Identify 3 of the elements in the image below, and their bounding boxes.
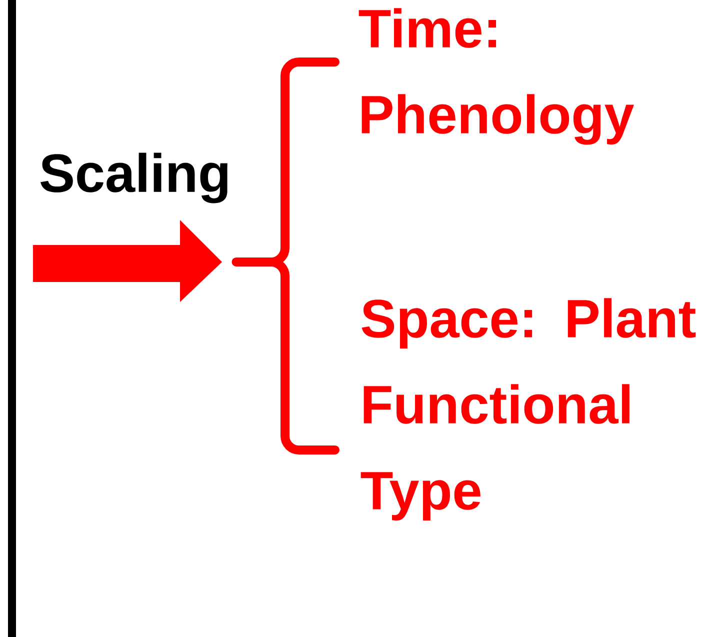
category-label: Space: Plant Functional Type [360, 298, 696, 521]
category-label: Time: Phenology [358, 8, 634, 145]
scaling-label: Scaling [40, 152, 228, 204]
